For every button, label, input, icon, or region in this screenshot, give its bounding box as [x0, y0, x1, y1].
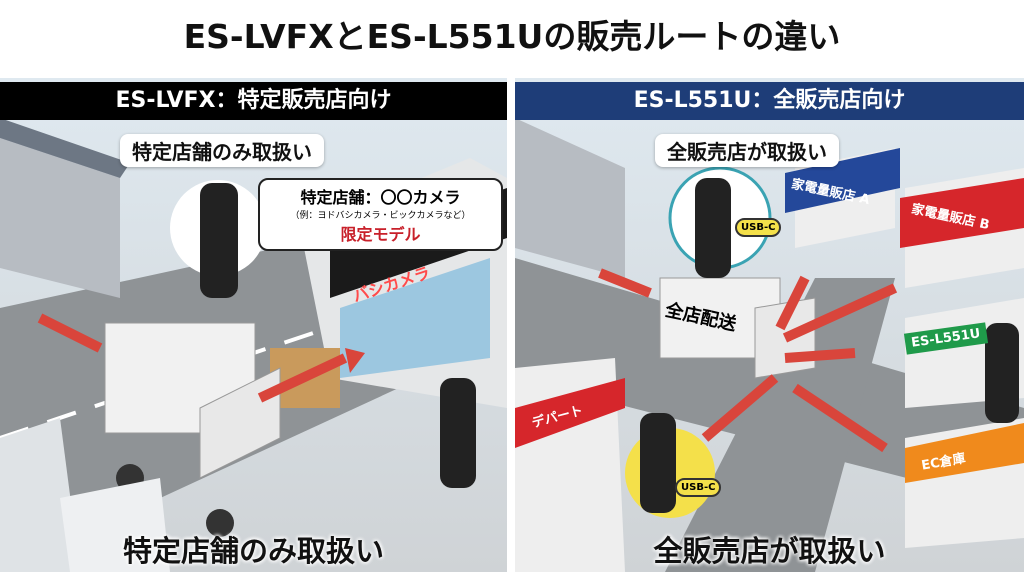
right-header: ES-L551U：全販売店向け	[515, 82, 1024, 120]
page-title: ES-LVFXとES-L551Uの販売ルートの違い	[183, 17, 841, 56]
shaver-icon	[640, 413, 676, 513]
shaver-icon	[695, 178, 731, 278]
right-bottom-label: 全販売店が取扱い	[653, 534, 886, 568]
shaver-icon	[440, 378, 476, 488]
left-bottom-label: 特定店舗のみ取扱い	[122, 534, 384, 568]
left-panel: ES-LVFX：特定販売店向け 特定店舗のみ取扱い 特定店舗：〇〇カメラ （例：…	[0, 78, 507, 572]
right-illustration	[515, 118, 1024, 572]
callout-bubble: 特定店舗：〇〇カメラ （例：ヨドバシカメラ・ビックカメラなど） 限定モデル	[258, 178, 503, 251]
right-top-label: 全販売店が取扱い	[655, 134, 839, 167]
usb-c-badge: USB-C	[675, 478, 722, 497]
callout-title: 特定店舗：〇〇カメラ	[300, 188, 461, 207]
callout-examples: （例：ヨドバシカメラ・ビックカメラなど）	[290, 211, 471, 221]
shaver-icon	[985, 323, 1019, 423]
usb-c-badge: USB-C	[735, 218, 782, 237]
left-header: ES-LVFX：特定販売店向け	[0, 82, 507, 120]
right-panel: ES-L551U：全販売店向け 全販売店が取扱い 全店配送 家電量販店 A 家電…	[515, 78, 1024, 572]
delivery-arrows	[598, 268, 898, 453]
left-top-label: 特定店舗のみ取扱い	[120, 134, 324, 167]
warehouse	[0, 138, 120, 298]
warehouse	[515, 118, 625, 278]
callout-limited-model: 限定モデル	[340, 225, 421, 244]
shaver-icon	[200, 183, 238, 298]
arrow	[257, 353, 348, 403]
building	[0, 418, 80, 572]
double-arrow	[37, 313, 103, 353]
